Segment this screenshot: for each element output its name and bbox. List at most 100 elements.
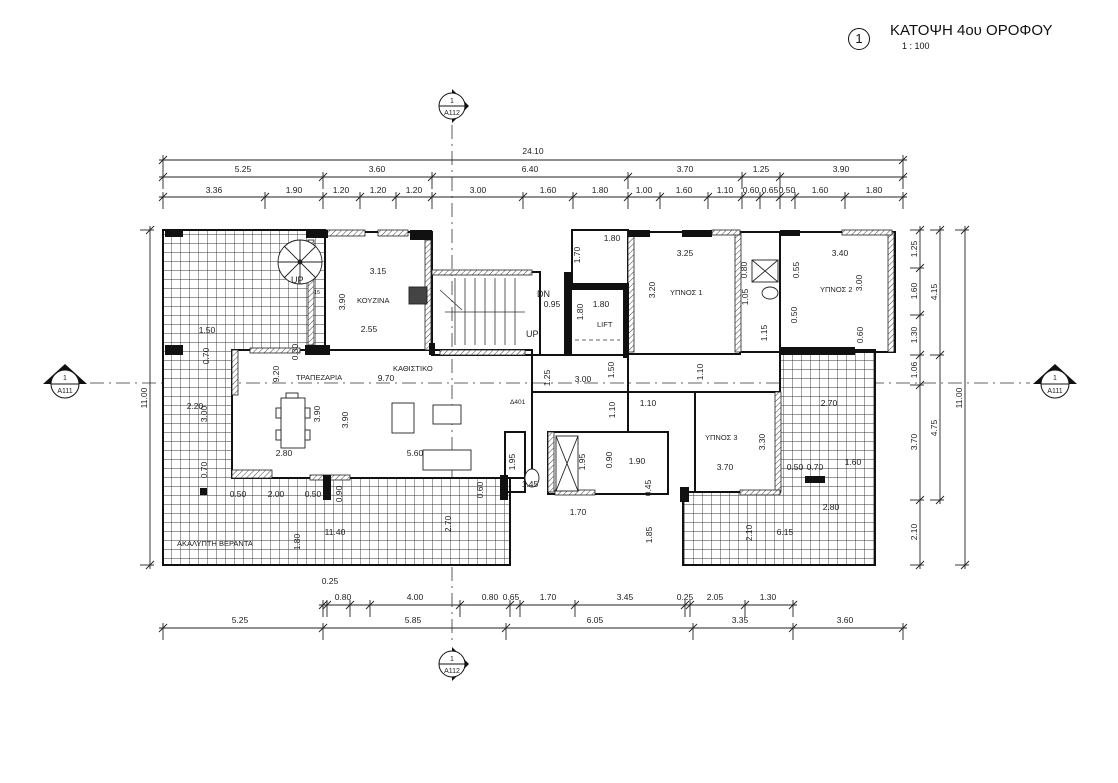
room-label-veranda: ΑΚΑΛΥΠΤΗ ΒΕΡΑΝΤΑ (177, 539, 253, 548)
furniture (275, 259, 779, 492)
dimension-label: 1.10 (640, 398, 657, 408)
dimension-label: 2.55 (361, 324, 378, 334)
dimension-label: 1.90 (629, 456, 646, 466)
room-label-kitchen: ΚΟΥΖΙΝΑ (357, 296, 389, 305)
dimension-label: 1.80 (592, 185, 609, 195)
dimension-label: 3.70 (717, 462, 734, 472)
dimension-label: 2.10 (909, 523, 919, 540)
dimension-label: 5.25 (235, 164, 252, 174)
dimension-label: 1.95 (577, 453, 587, 470)
dimension-label: 3.60 (837, 615, 854, 625)
dimension-label: 1.00 (636, 185, 653, 195)
dimension-label: 0.60 (855, 326, 865, 343)
svg-text:A112: A112 (444, 668, 460, 675)
dimension-label: 1.85 (644, 526, 654, 543)
dimension-label: 0.70 (199, 461, 209, 478)
dimension-label: 1.25 (542, 369, 552, 386)
dimension-label: 4.75 (929, 419, 939, 436)
dimension-label: 0.25 (322, 576, 339, 586)
dimension-label: 3.90 (340, 411, 350, 428)
dimension-label: 0.95 (544, 299, 561, 309)
dimension-label: 5.25 (232, 615, 249, 625)
dimension-label: 1.30 (760, 592, 777, 602)
dimension-label: 24.10 (522, 146, 544, 156)
dimension-label: 1.10 (607, 401, 617, 418)
armchair (391, 402, 415, 434)
dimension-label: 1.50 (199, 325, 216, 335)
dimension-label: 0.30 (290, 343, 300, 360)
staircase (439, 278, 525, 345)
dimension-label: 2.20 (187, 401, 204, 411)
drawing-title: ΚΑΤΟΨΗ 4ου ΟΡΟΦΟΥ (890, 22, 1053, 39)
dimension-label: 4.00 (407, 592, 424, 602)
dimension-label: 0.60 (475, 481, 485, 498)
structural-columns (165, 230, 855, 502)
spiral-up-label: UP (291, 275, 304, 285)
section-marker-left: 1 A111 (43, 364, 87, 399)
annotations: UP DN UP 15 Δ401 (291, 275, 550, 406)
dimension-label: 3.70 (909, 433, 919, 450)
dimension-label: 1.25 (753, 164, 770, 174)
dimension-label: 3.36 (206, 185, 223, 195)
dimension-label: 0.60 (743, 185, 760, 195)
dimension-label: 0.25 (677, 592, 694, 602)
svg-text:1: 1 (63, 375, 67, 382)
svg-text:A111: A111 (57, 388, 72, 395)
section-marker-right: 1 A111 (1033, 364, 1077, 399)
dimension-label: 1.20 (406, 185, 423, 195)
dimension-label: 0.80 (739, 261, 749, 278)
dimension-label: 1.30 (909, 326, 919, 343)
dimension-label: 3.30 (757, 433, 767, 450)
dimension-label: 1.80 (866, 185, 883, 195)
room-label-dining: ΤΡΑΠΕΖΑΡΙΑ (296, 373, 342, 382)
dimension-label: 0.70 (201, 347, 211, 364)
dimension-label: 11.00 (139, 387, 149, 408)
dimension-label: 1.70 (540, 592, 557, 602)
dimension-label: 1.80 (292, 533, 302, 550)
room-label-bedroom3: ΥΠΝΟΣ 3 (705, 433, 738, 442)
dimension-label: 5.85 (405, 615, 422, 625)
dimension-label: 3.00 (854, 274, 864, 291)
dimension-label: 4.15 (929, 283, 939, 300)
dimension-label: 3.90 (337, 293, 347, 310)
dimension-label: 9.20 (271, 365, 281, 382)
hatched-wall-segments (231, 229, 895, 496)
svg-text:1: 1 (1053, 375, 1057, 382)
stair-up-label: UP (526, 329, 539, 339)
dimension-label: 2.00 (268, 489, 285, 499)
dimension-label: 2.80 (823, 502, 840, 512)
dimension-label: 1.15 (759, 324, 769, 341)
dimension-label: 3.60 (369, 164, 386, 174)
dimension-label: 3.45 (617, 592, 634, 602)
dimension-label: 3.90 (312, 405, 322, 422)
dimension-label: 1.95 (507, 453, 517, 470)
dimension-label: 2.70 (821, 398, 838, 408)
section-marker-bottom: 1 A112 (438, 647, 469, 681)
dimension-label: 6.40 (522, 164, 539, 174)
dimension-label: 1.20 (370, 185, 387, 195)
room-label-bedroom2: ΥΠΝΟΣ 2 (820, 285, 853, 294)
room-label-bedroom1: ΥΠΝΟΣ 1 (670, 288, 703, 297)
svg-text:1: 1 (450, 98, 454, 105)
dimension-label: 0.55 (791, 261, 801, 278)
drawing-scale: 1 : 100 (902, 41, 930, 51)
dimension-label: 1.80 (604, 233, 621, 243)
dimension-label: 0.50 (787, 462, 804, 472)
dimension-label: 1.60 (540, 185, 557, 195)
door-tag: Δ401 (510, 399, 526, 406)
dimension-label: 0.50 (305, 489, 322, 499)
dimension-label: 0.65 (762, 185, 779, 195)
dimension-label: 3.15 (370, 266, 387, 276)
dimension-label: 0.90 (604, 451, 614, 468)
dimension-label: 3.25 (677, 248, 694, 258)
dimension-label: 3.35 (732, 615, 749, 625)
view-number-badge: 1 (848, 28, 870, 50)
dimension-label: 5.60 (407, 448, 424, 458)
dimension-label: 1.10 (695, 363, 705, 380)
dimension-label: 1.06 (909, 361, 919, 378)
dimension-label: 0.65 (503, 592, 520, 602)
dimension-label: 1.20 (333, 185, 350, 195)
dimension-label: 2.05 (707, 592, 724, 602)
dimension-label: 0.50 (779, 185, 796, 195)
toilet (761, 286, 779, 300)
